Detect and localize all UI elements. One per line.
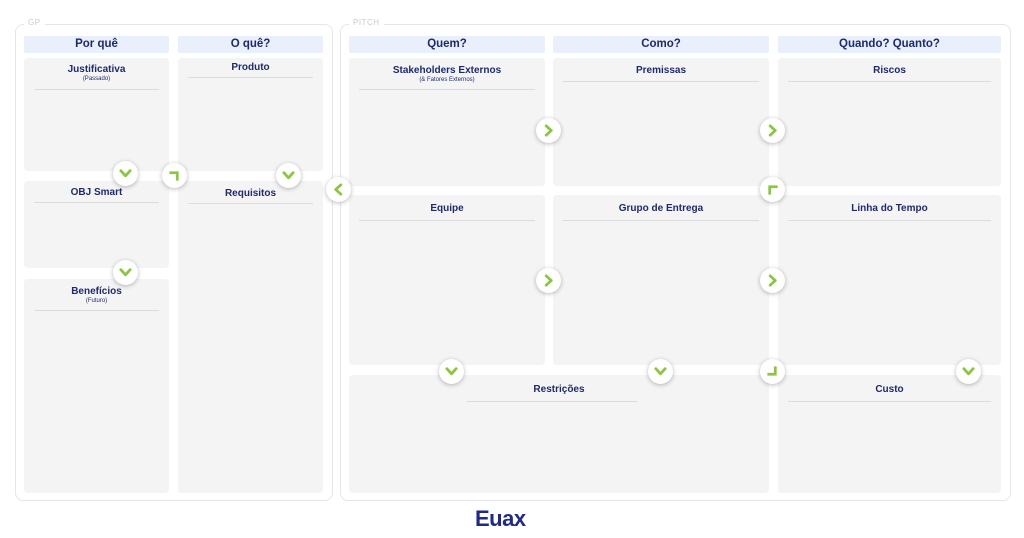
euax-logo: Euax (475, 506, 526, 531)
equipe-title: Equipe (430, 203, 464, 214)
linha-tempo-title: Linha do Tempo (851, 203, 928, 214)
corner-arrow-icon (162, 163, 187, 188)
chevron-down-icon (276, 163, 301, 188)
block-custo[interactable]: Custo (778, 375, 1001, 493)
divider (34, 202, 159, 203)
header-o-que: O quê? (178, 36, 323, 53)
header-como: Como? (553, 36, 769, 53)
divider (788, 220, 991, 221)
chevron-down-icon (439, 359, 464, 384)
divider (188, 203, 313, 204)
block-riscos[interactable]: Riscos (778, 58, 1001, 186)
chevron-down-icon (956, 359, 981, 384)
block-premissas[interactable]: Premissas (553, 58, 769, 186)
beneficios-title: Benefícios (71, 286, 122, 297)
corner-arrow-icon (760, 177, 785, 202)
custo-title: Custo (875, 384, 904, 395)
divider (563, 81, 759, 82)
block-restricoes[interactable]: Restrições (349, 375, 769, 493)
divider (359, 220, 535, 221)
chevron-down-icon (648, 359, 673, 384)
chevron-right-icon (536, 118, 561, 143)
justificativa-title: Justificativa (67, 64, 126, 75)
requisitos-title: Requisitos (224, 188, 277, 199)
obj-smart-title: OBJ Smart (70, 187, 123, 198)
restricoes-title: Restrições (533, 384, 585, 395)
block-stakeholders[interactable]: Stakeholders Externos (& Fatores Externo… (349, 58, 545, 186)
stakeholders-title: Stakeholders Externos (392, 65, 502, 76)
block-justificativa[interactable]: Justificativa (Passado) (24, 58, 169, 171)
chevron-left-icon (326, 177, 351, 202)
grupo-entrega-title: Grupo de Entrega (618, 203, 704, 214)
justificativa-subtitle: (Passado) (82, 76, 111, 82)
divider (788, 401, 991, 402)
stakeholders-subtitle: (& Fatores Externos) (419, 77, 475, 83)
premissas-title: Premissas (635, 65, 687, 76)
block-beneficios[interactable]: Benefícios (Futuro) (24, 279, 169, 493)
gp-frame: GP (15, 18, 333, 501)
divider (359, 89, 535, 90)
pitch-frame: PITCH (340, 18, 1011, 501)
header-quem: Quem? (349, 36, 545, 53)
riscos-title: Riscos (873, 65, 906, 76)
divider (467, 401, 637, 402)
block-equipe[interactable]: Equipe (349, 195, 545, 365)
divider (34, 310, 159, 311)
block-linha-tempo[interactable]: Linha do Tempo (778, 195, 1001, 365)
block-requisitos[interactable]: Requisitos (178, 181, 323, 493)
chevron-right-icon (536, 268, 561, 293)
divider (788, 81, 991, 82)
header-por-que: Por quê (24, 36, 169, 53)
corner-arrow-icon (760, 359, 785, 384)
divider (188, 77, 313, 78)
block-grupo-entrega[interactable]: Grupo de Entrega (553, 195, 769, 365)
block-obj-smart[interactable]: OBJ Smart (24, 181, 169, 268)
divider (563, 220, 759, 221)
header-quando-quanto: Quando? Quanto? (778, 36, 1001, 53)
gp-label: GP (24, 18, 45, 27)
chevron-down-icon (113, 161, 138, 186)
chevron-down-icon (113, 260, 138, 285)
chevron-right-icon (760, 268, 785, 293)
produto-title: Produto (231, 62, 270, 73)
pitch-label: PITCH (349, 18, 384, 27)
chevron-right-icon (760, 118, 785, 143)
beneficios-subtitle: (Futuro) (85, 298, 108, 304)
block-produto[interactable]: Produto (178, 58, 323, 171)
divider (34, 89, 159, 90)
